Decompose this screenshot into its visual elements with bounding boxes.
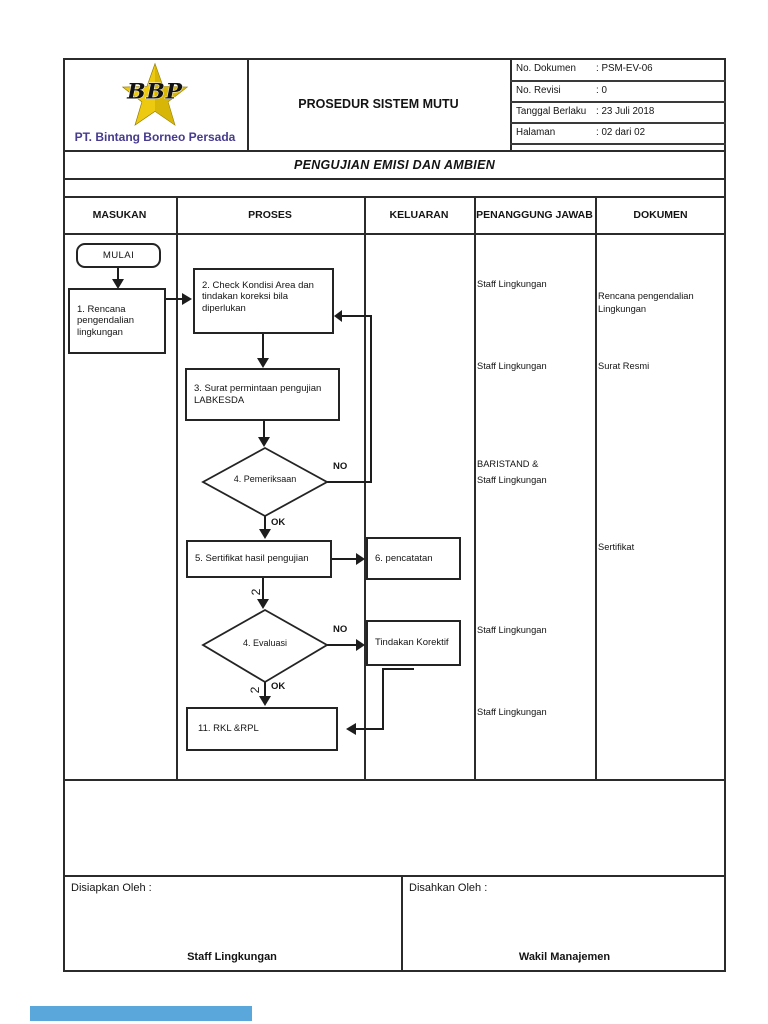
logo-monogram: BBP <box>126 78 183 104</box>
flow-step6-node: 6. pencatatan <box>366 537 461 580</box>
star-shade-facet <box>155 63 188 126</box>
selection-highlight-bar <box>30 1006 252 1021</box>
document-surat-resmi: Surat Resmi <box>598 361 650 371</box>
info-row-revisi: No. Revisi : 0 <box>510 80 726 101</box>
procedure-subtitle: PENGUJIAN EMISI DAN AMBIEN <box>293 157 496 172</box>
prepared-by-name: Staff Lingkungan <box>187 951 277 963</box>
signature-divider <box>401 875 403 972</box>
info-value: : 23 Juli 2018 <box>596 106 655 117</box>
table-top-line <box>63 196 726 198</box>
info-row-tanggal: Tanggal Berlaku : 23 Juli 2018 <box>510 101 726 122</box>
info-cell-divider <box>510 58 512 150</box>
info-label: No. Dokumen <box>516 63 576 74</box>
responsible-step3: Staff Lingkungan <box>477 361 547 371</box>
document-rencana: Rencana pengendalian Lingkungan <box>598 291 694 315</box>
company-logo: BBP <box>121 62 189 126</box>
logo-cell-divider <box>247 58 249 150</box>
column-header-masukan: MASUKAN <box>92 209 147 221</box>
decision-evaluasi-label: 4. Evaluasi <box>242 638 288 648</box>
approved-by-name: Wakil Manajemen <box>518 951 611 963</box>
column-header-dokumen: DOKUMEN <box>633 209 688 221</box>
document-sheet <box>63 58 726 972</box>
info-value: : 0 <box>596 85 607 96</box>
flow-step2-node: 2. Check Kondisi Area dan tindakan korek… <box>193 268 334 334</box>
loop-marker-2: 2 <box>248 686 262 694</box>
signature-top-line <box>63 875 726 877</box>
info-row-dokumen: No. Dokumen : PSM-EV-06 <box>510 58 726 79</box>
flow-start-node: MULAI <box>76 243 161 268</box>
no-label-2: NO <box>333 624 348 635</box>
flow-step11-node: 11. RKL &RPL <box>186 707 338 751</box>
column-header-penanggung: PENANGGUNG JAWAB <box>476 209 593 221</box>
responsible-evaluasi: Staff Lingkungan <box>477 625 547 635</box>
info-row-line <box>510 101 726 103</box>
column-divider-3 <box>474 196 476 781</box>
ok-label-2: OK <box>271 681 286 692</box>
column-header-proses: PROSES <box>248 209 292 221</box>
info-row-halaman: Halaman : 02 dari 02 <box>510 122 726 143</box>
info-value: : PSM-EV-06 <box>596 63 653 74</box>
info-label: Halaman <box>516 127 556 138</box>
responsible-pemeriksaan-2: Staff Lingkungan <box>477 475 547 485</box>
flow-bottom-line <box>63 779 726 781</box>
info-label: Tanggal Berlaku <box>516 106 587 117</box>
document-title: PROSEDUR SISTEM MUTU <box>298 97 459 111</box>
column-divider-4 <box>595 196 597 781</box>
flow-step3-node: 3. Surat permintaan pengujian LABKESDA <box>185 368 340 421</box>
responsible-pemeriksaan-1: BARISTAND & <box>477 459 539 469</box>
flow-step1-node: 1. Rencana pengendalian lingkungan <box>68 288 166 354</box>
band-bottom-line <box>63 178 726 180</box>
column-divider-1 <box>176 196 178 781</box>
header-bottom-line <box>63 150 726 152</box>
info-row-line <box>510 80 726 82</box>
company-name: PT. Bintang Borneo Persada <box>74 130 236 144</box>
flow-step5-node: 5. Sertifikat hasil pengujian <box>186 540 332 578</box>
approved-by-label: Disahkan Oleh : <box>409 882 488 894</box>
info-label: No. Revisi <box>516 85 561 96</box>
document-sertifikat: Sertifikat <box>598 542 635 552</box>
column-divider-2 <box>364 196 366 781</box>
responsible-rkl: Staff Lingkungan <box>477 707 547 717</box>
column-header-keluaran: KELUARAN <box>389 209 449 221</box>
info-row-line <box>510 122 726 124</box>
prepared-by-label: Disiapkan Oleh : <box>71 882 152 894</box>
loop-marker-1: 2 <box>249 588 263 596</box>
no-label-1: NO <box>333 461 348 472</box>
info-value: : 02 dari 02 <box>596 127 646 138</box>
decision-pemeriksaan-label: 4. Pemeriksaan <box>233 474 297 484</box>
info-row-line <box>510 143 726 145</box>
responsible-step1: Staff Lingkungan <box>477 279 547 289</box>
table-headrow-line <box>63 233 726 235</box>
ok-label-1: OK <box>271 517 286 528</box>
flow-corrective-node: Tindakan Korektif <box>366 620 461 666</box>
